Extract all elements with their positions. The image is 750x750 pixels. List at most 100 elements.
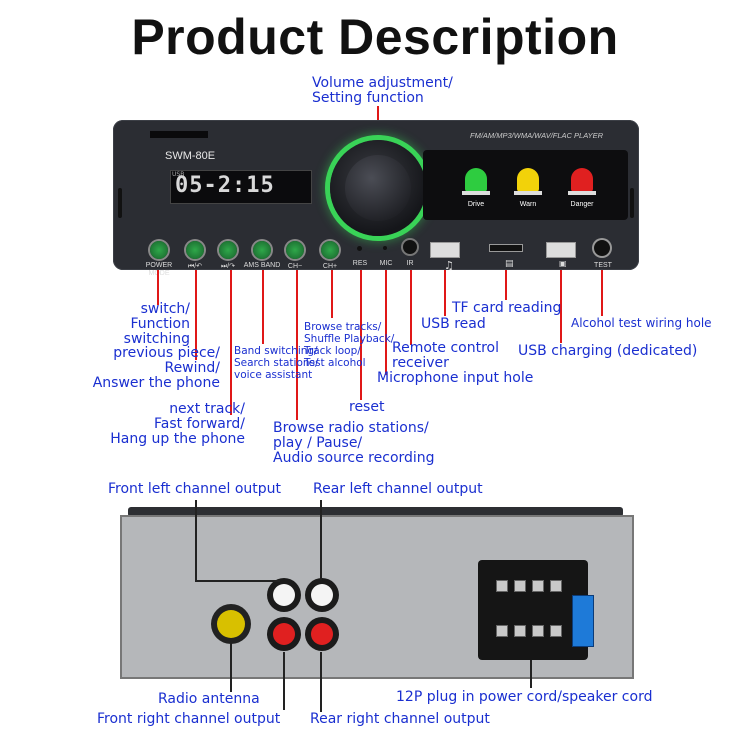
plug-pin [496, 580, 508, 592]
pointer-antenna [230, 640, 232, 692]
danger-lamp-label: Danger [570, 201, 594, 208]
ch-minus-label: CH− [287, 263, 303, 270]
pointer-browse-radio [296, 270, 298, 420]
label-rear-left: Rear left channel output [313, 481, 483, 497]
label-tf: TF card reading [452, 300, 562, 316]
previous-label: ⏮/↶ [187, 263, 203, 270]
tf-card-slot[interactable] [489, 244, 523, 252]
label-plug: 12P plug in power cord/speaker cord [396, 689, 653, 705]
ams-band-button[interactable] [253, 241, 271, 259]
warn-lamp-icon [517, 168, 539, 192]
plug-pin [532, 580, 544, 592]
label-usb-charge: USB charging (dedicated) [518, 343, 698, 359]
pointer-usb-read [444, 270, 446, 316]
charge-icon: ▣ [559, 259, 567, 268]
danger-lamp-icon [571, 168, 593, 192]
front-right-rca [267, 617, 301, 651]
pointer-tf [505, 270, 507, 300]
ir-receiver [403, 240, 417, 254]
next-button[interactable] [219, 241, 237, 259]
card-slot [150, 131, 208, 138]
page-title: Product Description [131, 9, 619, 65]
pointer-front-right [283, 652, 285, 710]
mic-hole [383, 246, 387, 250]
res-label: RES [352, 260, 368, 267]
label-next: next track/Fast forward/Hang up the phon… [110, 401, 245, 447]
power-mode-label: POWER MODE [145, 262, 173, 277]
label-rear-right: Rear right channel output [310, 711, 490, 727]
label-reset: reset [349, 399, 385, 415]
label-mic: Microphone input hole [377, 370, 534, 386]
label-antenna: Radio antenna [158, 691, 260, 707]
pointer-plug [530, 660, 532, 688]
pointer-prev [195, 270, 197, 360]
label-prev: previous piece/Rewind/Answer the phone [92, 345, 220, 391]
alcohol-test-jack[interactable] [594, 240, 610, 256]
drive-lamp-label: Drive [467, 201, 485, 208]
plug-pin [532, 625, 544, 637]
model-label: SWM-80E [165, 150, 216, 162]
label-front-left: Front left channel output [108, 481, 282, 497]
usb-charge-port[interactable] [546, 242, 576, 258]
pointer-power [157, 270, 159, 305]
power-mode-button[interactable] [150, 241, 168, 259]
pointer-front-left [195, 500, 197, 580]
rear-right-rca [305, 617, 339, 651]
pointer-rear-right [320, 652, 322, 712]
drive-lamp-base [462, 191, 490, 195]
pointer-usb-charge [560, 270, 562, 343]
test-label: TEST [594, 262, 612, 269]
pointer-remote [410, 270, 412, 345]
fuse [572, 595, 594, 647]
plug-pin [550, 580, 562, 592]
ir-label: IR [406, 260, 414, 267]
front-left-rca [267, 578, 301, 612]
drive-lamp-icon [465, 168, 487, 192]
label-usb-read: USB read [421, 316, 486, 332]
usb-read-port[interactable] [430, 242, 460, 258]
plug-pin [514, 580, 526, 592]
next-label: ⏭/↷ [220, 263, 236, 270]
previous-button[interactable] [186, 241, 204, 259]
tf-card-icon: ▤ [505, 259, 514, 269]
iso-12p-plug [478, 560, 588, 660]
plug-pin [550, 625, 562, 637]
label-volume: Volume adjustment/Setting function [312, 75, 453, 106]
player-formats: FM/AM/MP3/WMA/WAV/FLAC PLAYER [470, 131, 604, 140]
pointer-next [230, 270, 232, 415]
warn-lamp-label: Warn [519, 201, 537, 208]
ch-minus-button[interactable] [286, 241, 304, 259]
side-clip-right [630, 188, 634, 218]
lcd-display [170, 170, 312, 204]
label-browse-radio: Browse radio stations/play / Pause/Audio… [273, 420, 435, 466]
ams-band-label: AMS BAND [243, 262, 281, 269]
danger-lamp-base [568, 191, 596, 195]
ch-plus-label: CH+ [322, 263, 338, 270]
lcd-usb-tag: USB [172, 171, 185, 178]
reset-hole[interactable] [357, 246, 362, 251]
music-note-icon: ♫ [444, 259, 454, 272]
pointer-front-left-h [195, 580, 280, 582]
antenna-socket [211, 604, 251, 644]
ch-plus-button[interactable] [321, 241, 339, 259]
label-browse-tracks: Browse tracks/Shuffle Playback/Track loo… [304, 321, 395, 369]
rear-left-rca [305, 578, 339, 612]
pointer-browse-tracks [331, 270, 333, 318]
pointer-mic [385, 270, 387, 375]
plug-pin [496, 625, 508, 637]
label-front-right: Front right channel output [97, 711, 281, 727]
plug-pin [514, 625, 526, 637]
label-band: Band switching/Search stations/voice ass… [234, 345, 319, 381]
mic-label: MIC [379, 260, 393, 267]
label-alcohol: Alcohol test wiring hole [571, 316, 712, 330]
pointer-rear-left [320, 500, 322, 580]
volume-knob-cap[interactable] [345, 155, 411, 221]
lcd-clock: 05-2:15 [175, 173, 275, 198]
rear-top-edge [128, 507, 623, 517]
side-clip-left [118, 188, 122, 218]
pointer-band [262, 270, 264, 344]
warn-lamp-base [514, 191, 542, 195]
pointer-reset [360, 270, 362, 400]
